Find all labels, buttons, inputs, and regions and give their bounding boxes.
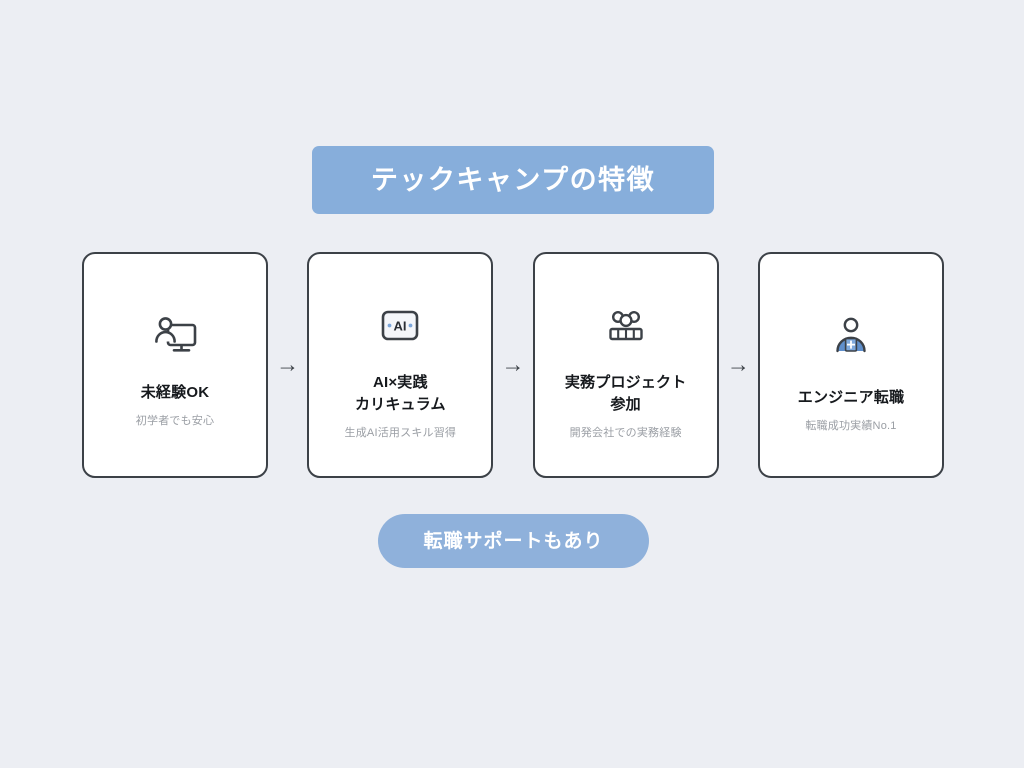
step-card-subtitle: 転職成功実績No.1 [805, 419, 897, 432]
step-card-4[interactable]: エンジニア転職 転職成功実績No.1 [757, 252, 944, 478]
team-group-icon [603, 298, 649, 354]
step-card-1[interactable]: 未経験OK 初学者でも安心 [82, 252, 268, 478]
step-card-title: AI×実践 カリキュラム [354, 374, 446, 413]
step-card-title: 未経験OK [140, 384, 210, 401]
arrow-connector-3: → [726, 350, 750, 377]
business-person-icon [829, 307, 873, 363]
step-card-subtitle: 初学者でも安心 [135, 414, 215, 427]
arrow-connector-1: → [276, 350, 300, 377]
step-card-title: エンジニア転職 [797, 389, 905, 406]
ai-badge-icon: AI [377, 298, 423, 354]
svg-text:AI: AI [394, 319, 407, 334]
step-card-subtitle: 開発会社での実務経験 [569, 426, 682, 439]
step-card-2[interactable]: AI AI×実践 カリキュラム 生成AI活用スキル習得 [307, 252, 494, 478]
support-pill-text: 転職サポートもあり [423, 530, 604, 552]
person-with-monitor-icon [151, 307, 199, 363]
title-banner: テックキャンプの特徴 [312, 146, 714, 214]
step-card-title: 実務プロジェクト 参加 [564, 374, 687, 413]
arrow-connector-2: → [501, 350, 525, 377]
support-pill[interactable]: 転職サポートもあり [378, 514, 649, 568]
title-banner-text: テックキャンプの特徴 [370, 164, 656, 195]
step-card-subtitle: 生成AI活用スキル習得 [344, 426, 457, 439]
step-card-3[interactable]: 実務プロジェクト 参加 開発会社での実務経験 [532, 252, 719, 478]
step-card-row: 未経験OK 初学者でも安心 → AI AI×実践 カリキュラム 生成AI活用スキ… [82, 252, 944, 478]
